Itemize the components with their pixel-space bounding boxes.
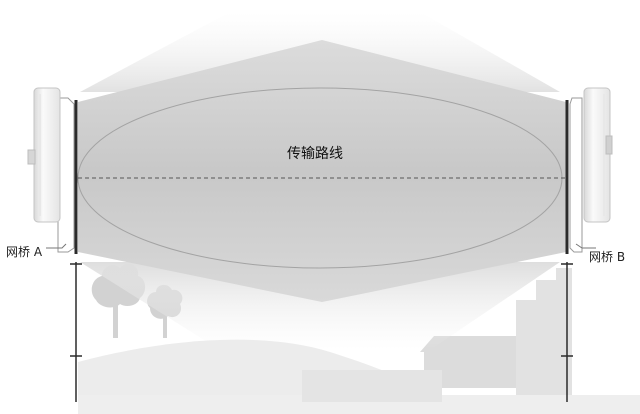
ground (78, 395, 640, 414)
wireless-bridge-icon (27, 87, 75, 253)
bridge-a-label: 网桥 A (6, 245, 43, 259)
pole-a (70, 100, 82, 402)
transmission-beam (78, 40, 566, 302)
house-icon (302, 336, 528, 402)
bridge-a-leader-line (46, 243, 67, 249)
beam-lower-spread (80, 262, 560, 350)
wireless-bridge-icon (569, 87, 613, 253)
pole-b (561, 100, 573, 402)
bridge-b-leader-line (575, 243, 596, 249)
bridge-b-label: 网桥 B (589, 250, 626, 264)
transmission-route-label: 传输路线 (287, 146, 343, 162)
building-icon (516, 268, 572, 395)
